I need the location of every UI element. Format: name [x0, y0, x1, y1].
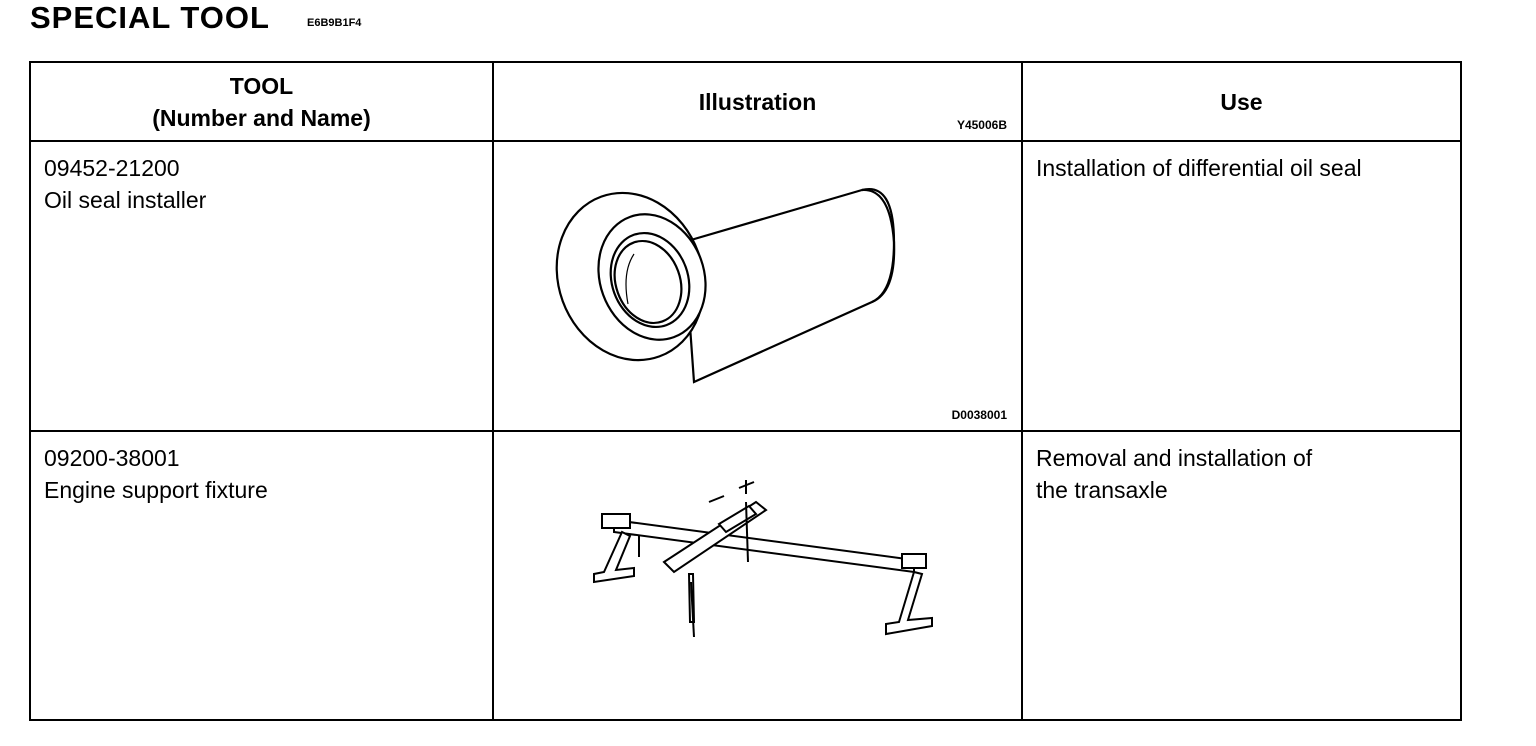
engine-support-fixture-illustration — [593, 480, 933, 638]
tool-name: Engine support fixture — [44, 477, 268, 503]
table-row: 09200-38001 Engine support fixture — [29, 408, 1462, 721]
page-title: SPECIAL TOOL — [30, 0, 270, 35]
table-header-row: TOOL (Number and Name) Illustration Use — [29, 61, 1462, 142]
column-header-use: Use — [1021, 61, 1462, 142]
tool-number: 09200-38001 — [44, 445, 180, 471]
special-tool-table: TOOL (Number and Name) Illustration Use … — [29, 61, 1462, 721]
tool-cell: 09452-21200 Oil seal installer — [29, 140, 494, 432]
table-row: 09452-21200 Oil seal installer — [29, 118, 1462, 432]
column-header-illustration: Illustration — [492, 61, 1023, 142]
use-text-line2: the transaxle — [1036, 477, 1168, 503]
use-text-line1: Installation of differential oil seal — [1036, 155, 1362, 181]
tool-cell: 09200-38001 Engine support fixture — [29, 430, 494, 721]
illustration-cell: D0038001 — [492, 408, 1023, 721]
column-header-tool-line2: (Number and Name) — [152, 104, 371, 131]
tool-number: 09452-21200 — [44, 155, 180, 181]
oil-seal-installer-illustration — [555, 187, 896, 384]
column-header-tool-line1: TOOL — [229, 72, 294, 99]
use-cell: Installation of differential oil seal — [1021, 140, 1462, 432]
figure-id: Y45006B — [956, 118, 1007, 132]
figure-id: D0038001 — [951, 408, 1007, 422]
column-header-tool: TOOL (Number and Name) — [29, 61, 494, 142]
use-cell: Removal and installation of the transaxl… — [1021, 430, 1462, 721]
document-code: E6B9B1F4 — [307, 17, 362, 29]
tool-name: Oil seal installer — [44, 187, 207, 213]
illustration-cell: Y45006B — [492, 118, 1023, 432]
use-text-line1: Removal and installation of — [1036, 445, 1313, 471]
